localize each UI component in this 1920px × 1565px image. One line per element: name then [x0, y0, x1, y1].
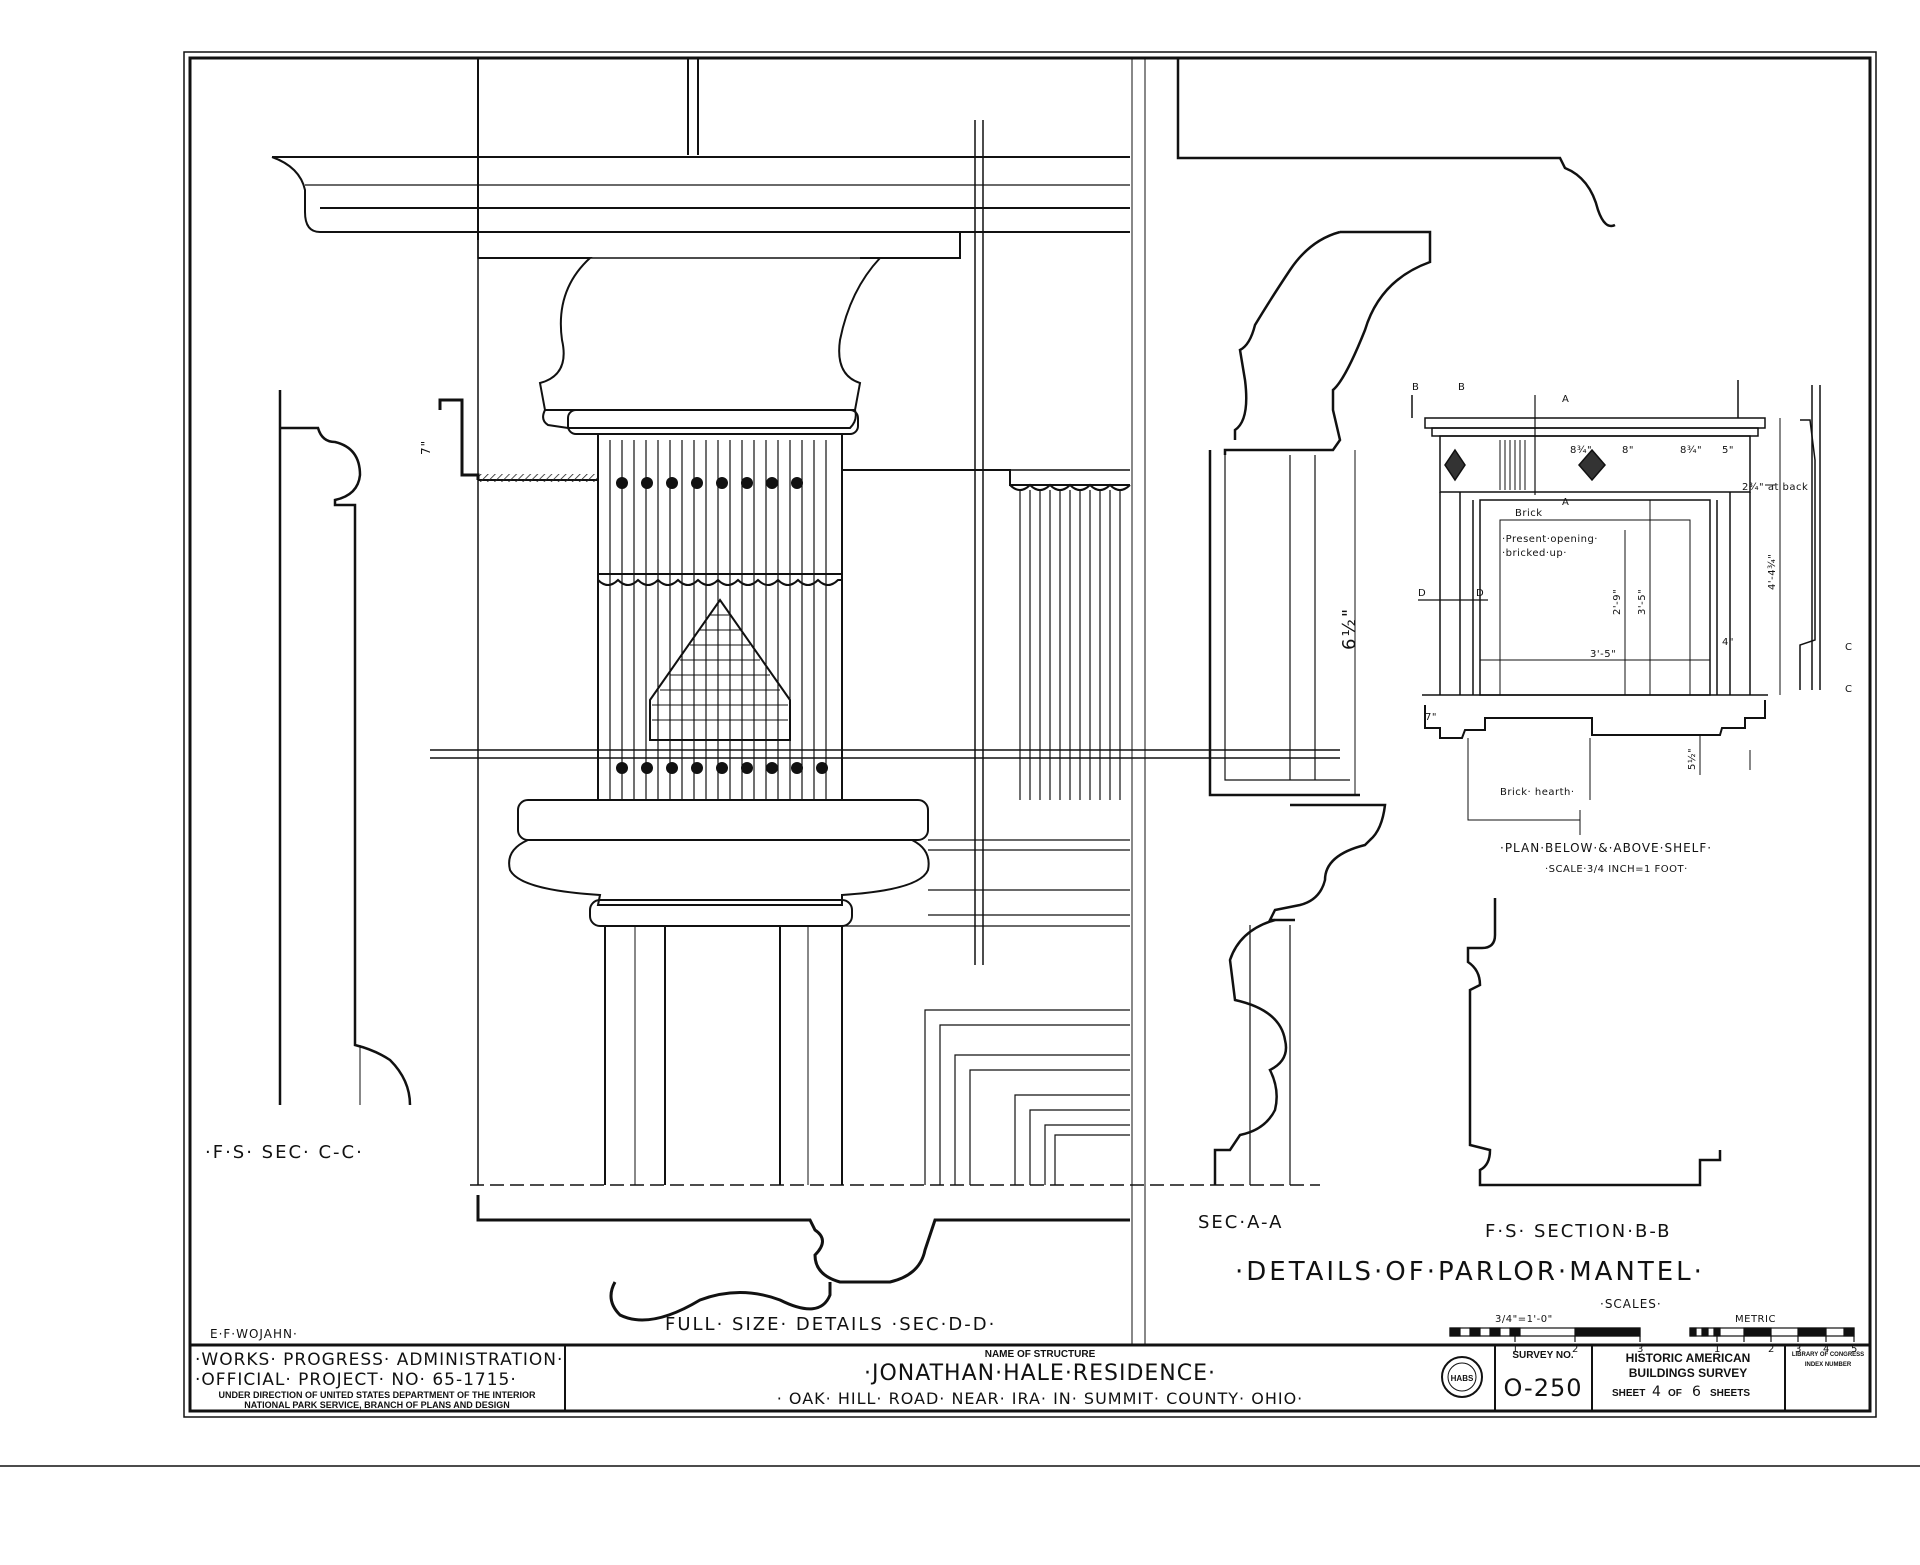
- loc-line-2: INDEX NUMBER: [1805, 1362, 1852, 1368]
- sheet-border: [0, 51, 1920, 1467]
- sheet-label-3: SHEETS: [1710, 1388, 1750, 1399]
- section-mark-b-left: B: [1412, 382, 1419, 393]
- mantel-elevation-small: [1411, 380, 1821, 835]
- structure-location: · OAK· HILL· ROAD· NEAR· IRA· IN· SUMMIT…: [777, 1389, 1304, 1408]
- title-block: ·WORKS· PROGRESS· ADMINISTRATION· ·OFFIC…: [190, 1343, 1870, 1411]
- label-brick-hearth: Brick· hearth·: [1500, 787, 1575, 798]
- sec-dd-elevation: [271, 58, 1340, 1345]
- sheet-label-1: SHEET: [1612, 1388, 1645, 1399]
- label-plan: ·PLAN·BELOW·&·ABOVE·SHELF·: [1500, 841, 1712, 855]
- scale-bars: ·SCALES· 3/4"=1'-0" 1 2 3 METRIC: [1449, 1297, 1858, 1355]
- sheet-number: 4: [1652, 1384, 1662, 1400]
- dim-8-3-4b: 8¾": [1680, 445, 1702, 456]
- agency-line-1: ·WORKS· PROGRESS· ADMINISTRATION·: [195, 1350, 563, 1370]
- name-caption: NAME OF STRUCTURE: [985, 1349, 1096, 1360]
- section-mark-c-bottom: C: [1845, 684, 1852, 695]
- metric-tick-2: 2: [1768, 1344, 1775, 1355]
- metric-tick-5: 5: [1851, 1344, 1858, 1355]
- dim-7-plan: 7": [1425, 712, 1437, 723]
- sheet-label-2: OF: [1668, 1388, 1682, 1399]
- section-mark-a-bottom: A: [1562, 497, 1569, 508]
- metric-tick-4: 4: [1823, 1344, 1830, 1355]
- label-sec-bb: F·S· SECTION·B-B: [1485, 1221, 1672, 1242]
- survey-number: O-250: [1503, 1374, 1582, 1402]
- dim-7: 7": [419, 440, 433, 455]
- section-mark-b-right: B: [1458, 382, 1465, 393]
- direction-line-1: UNDER DIRECTION OF UNITED STATES DEPARTM…: [219, 1390, 537, 1400]
- sec-aa-profile: [1176, 58, 1616, 1185]
- dim-4-4: 4'-4¾": [1767, 554, 1778, 590]
- section-mark-a-top: A: [1562, 394, 1569, 405]
- imperial-tick-3: 3: [1637, 1344, 1644, 1355]
- metric-tick-1: 1: [1714, 1344, 1721, 1355]
- label-bricked-up: ·bricked·up·: [1502, 548, 1567, 559]
- sheet-total: 6: [1692, 1384, 1702, 1400]
- metric-scale-label: METRIC: [1735, 1314, 1776, 1325]
- label-sec-cc: ·F·S· SEC· C-C·: [205, 1142, 364, 1163]
- dim-6-half: 6½": [1339, 607, 1360, 650]
- drafter-name: E·F·WOJAHN·: [210, 1327, 298, 1341]
- label-back-note: 2¾" at back: [1742, 482, 1808, 493]
- dim-3-5: 3'-5": [1637, 589, 1648, 615]
- survey-caption: SURVEY NO.: [1512, 1350, 1574, 1361]
- direction-line-2: NATIONAL PARK SERVICE, BRANCH OF PLANS A…: [244, 1400, 510, 1410]
- imperial-tick-1: 1: [1512, 1344, 1519, 1355]
- drawing-labels: ·F·S· SEC· C-C· FULL· SIZE· DETAILS ·SEC…: [205, 382, 1852, 1341]
- habs-seal: HABS: [1441, 1356, 1483, 1398]
- label-present-opening: ·Present·opening·: [1502, 534, 1598, 545]
- habs-line-2: BUILDINGS SURVEY: [1629, 1366, 1747, 1380]
- habs-line-1: HISTORIC AMERICAN: [1626, 1351, 1751, 1365]
- section-mark-d-left: D: [1418, 588, 1426, 599]
- imperial-scale-label: 3/4"=1'-0": [1495, 1314, 1553, 1325]
- loc-line-1: LIBRARY OF CONGRESS: [1792, 1352, 1864, 1358]
- dim-8-3-4a: 8¾": [1570, 445, 1592, 456]
- scales-caption: ·SCALES·: [1600, 1297, 1662, 1311]
- section-mark-d-right: D: [1476, 588, 1484, 599]
- drawing-title: ·DETAILS·OF·PARLOR·MANTEL·: [1235, 1257, 1705, 1287]
- frieze-dots: [616, 477, 828, 774]
- sec-cc-profile: [278, 390, 412, 1106]
- label-plan-scale: ·SCALE·3/4 INCH=1 FOOT·: [1545, 864, 1688, 875]
- label-sec-aa: SEC·A-A: [1198, 1212, 1283, 1233]
- dim-3-5-width: 3'-5": [1590, 649, 1616, 660]
- structure-name: ·JONATHAN·HALE·RESIDENCE·: [864, 1361, 1216, 1386]
- dim-5-half: 5½": [1686, 748, 1698, 770]
- dim-4: 4": [1722, 637, 1734, 648]
- dim-8: 8": [1622, 445, 1634, 456]
- agency-line-2: ·OFFICIAL· PROJECT· NO· 65-1715·: [195, 1370, 517, 1390]
- section-mark-c-top: C: [1845, 642, 1852, 653]
- dim-2-9: 2'-9": [1612, 589, 1623, 615]
- seal-text: HABS: [1451, 1374, 1474, 1383]
- label-brick: Brick: [1515, 508, 1543, 519]
- dim-5: 5": [1722, 445, 1734, 456]
- imperial-tick-2: 2: [1572, 1344, 1579, 1355]
- metric-tick-3: 3: [1795, 1344, 1802, 1355]
- label-sec-dd: FULL· SIZE· DETAILS ·SEC·D-D·: [665, 1314, 996, 1335]
- sec-bb-profile: [1466, 898, 1722, 1187]
